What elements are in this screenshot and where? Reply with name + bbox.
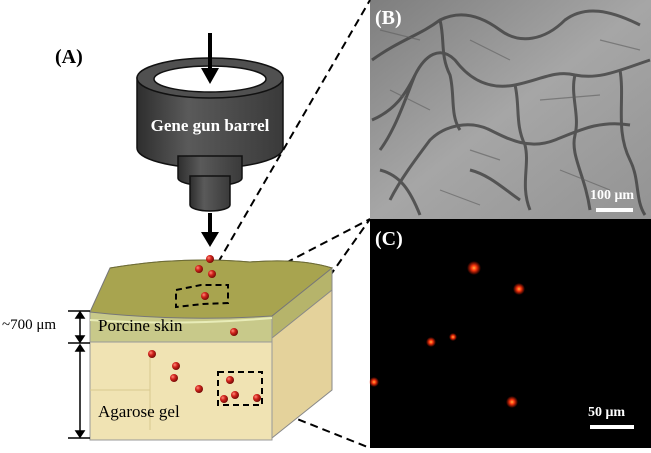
tissue-block <box>89 259 334 441</box>
selection-box-gel <box>217 371 263 406</box>
fluorescent-spot <box>513 283 525 295</box>
fluorescent-spot <box>449 333 457 341</box>
scale-bar-b <box>596 208 633 212</box>
gene-gun-barrel <box>136 57 284 212</box>
arrow-icon <box>201 33 219 84</box>
panel-label-a: (A) <box>55 46 83 68</box>
arrow-icon <box>201 213 219 247</box>
skin-label: Porcine skin <box>98 316 183 335</box>
fluorescent-spot <box>506 396 518 408</box>
gold-particles <box>148 255 261 403</box>
gel-label: Agarose gel <box>98 402 180 421</box>
texture-lines <box>379 29 641 206</box>
panel-label-c: (C) <box>375 228 403 250</box>
fluorescent-spot <box>467 261 481 275</box>
fluorescence-panel <box>369 219 651 448</box>
thickness-dimension <box>68 310 90 439</box>
thickness-label: ~700 μm <box>2 317 57 333</box>
scale-bar-c <box>590 425 634 429</box>
panel-label-b: (B) <box>375 7 402 29</box>
selection-box-top <box>175 284 229 309</box>
fluorescent-spot <box>426 337 436 347</box>
cell-boundaries <box>371 9 651 216</box>
micrograph-panel <box>370 0 651 219</box>
scale-bar-b-label: 100 μm <box>590 188 635 203</box>
barrel-label: Gene gun barrel <box>150 116 270 135</box>
scale-bar-c-label: 50 μm <box>588 405 626 420</box>
fluorescent-spot <box>369 377 379 387</box>
